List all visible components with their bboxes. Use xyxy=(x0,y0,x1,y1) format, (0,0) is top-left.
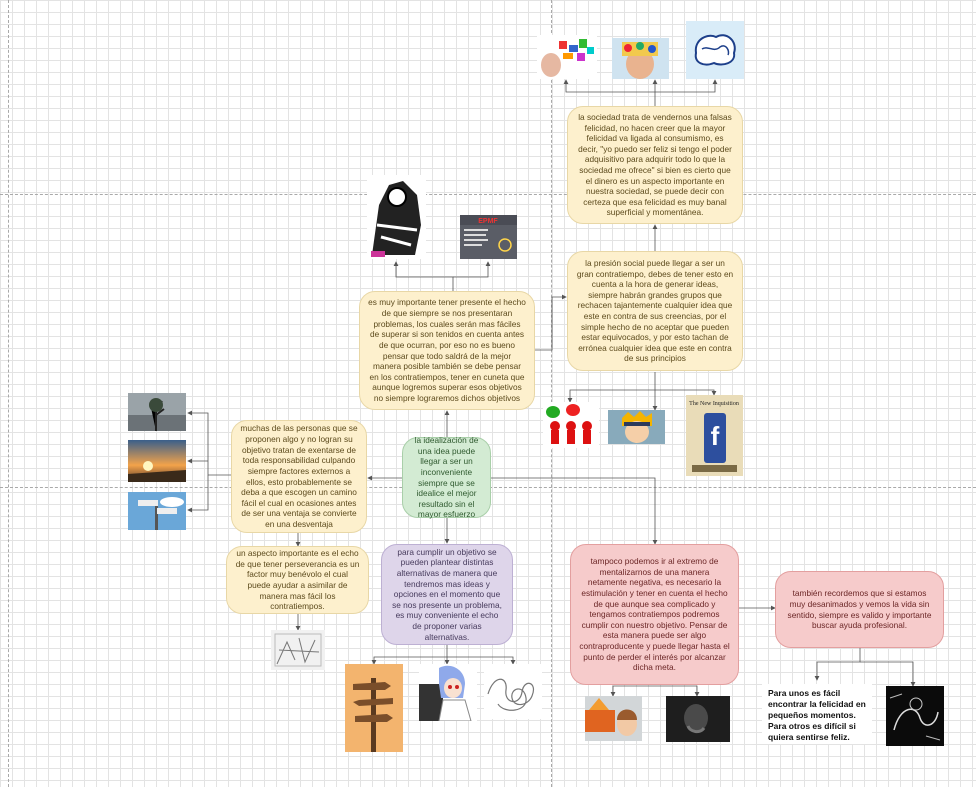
connector xyxy=(491,477,658,545)
node-central-text: la idealización de una idea puede llegar… xyxy=(414,435,479,520)
image-dark-tree[interactable] xyxy=(128,393,186,431)
connector xyxy=(655,389,717,396)
node-perseverancia[interactable]: un aspecto importante es el echo de que … xyxy=(226,546,369,614)
connector xyxy=(447,656,516,665)
connector xyxy=(814,648,861,681)
node-ayuda-text: también recordemos que si estamos muy de… xyxy=(787,588,932,631)
image-sad-man[interactable] xyxy=(666,696,730,742)
node-central[interactable]: la idealización de una idea puede llegar… xyxy=(402,435,491,520)
image-signpost-sky[interactable] xyxy=(128,492,186,530)
image-red-figures[interactable] xyxy=(543,402,599,448)
node-ayuda[interactable]: también recordemos que si estamos muy de… xyxy=(775,571,944,648)
connector xyxy=(655,685,700,697)
connector xyxy=(393,261,454,291)
connector xyxy=(453,261,491,278)
connector xyxy=(187,410,231,476)
node-alternativas-text: para cumplir un objetivo se pueden plant… xyxy=(392,546,502,642)
image-anime-girl[interactable] xyxy=(419,664,477,721)
page-break-vertical xyxy=(551,0,552,787)
image-blue-brain[interactable] xyxy=(686,21,744,79)
inquisition-title: The New Inquisition xyxy=(689,401,739,407)
image-disaster-girl[interactable] xyxy=(585,696,642,741)
epmf-title: EPMF xyxy=(478,218,498,225)
node-presion[interactable]: la presión social puede llegar a ser un … xyxy=(567,251,743,371)
node-importante[interactable]: es muy importante tener presente el hech… xyxy=(359,291,535,410)
image-new-inquisition[interactable]: The New Inquisition f xyxy=(686,395,743,476)
connector xyxy=(655,79,718,93)
node-muchas-text: muchas de las personas que se proponen a… xyxy=(240,423,358,529)
node-extremo[interactable]: tampoco podemos ir al extremo de mentali… xyxy=(570,544,739,685)
connector xyxy=(187,475,209,513)
image-sunset-sky[interactable] xyxy=(128,440,186,482)
image-tangled-line[interactable] xyxy=(484,664,542,719)
note-felicidad-text: Para unos es fácil encontrar la felicida… xyxy=(768,688,866,743)
node-perseverancia-text: un aspecto importante es el echo de que … xyxy=(235,548,360,612)
page-break-horizontal xyxy=(0,194,976,195)
node-muchas[interactable]: muchas de las personas que se proponen a… xyxy=(231,420,367,533)
node-importante-text: es muy importante tener presente el hech… xyxy=(368,297,526,403)
page-break-vertical xyxy=(8,0,9,787)
node-sociedad[interactable]: la sociedad trata de vendernos una falsa… xyxy=(567,106,743,224)
connector xyxy=(610,685,655,697)
image-epmf-book[interactable]: EPMF xyxy=(460,215,517,259)
svg-text:f: f xyxy=(711,421,720,451)
connector xyxy=(563,79,656,106)
node-presion-text: la presión social puede llegar a ser un … xyxy=(576,257,734,364)
image-naruto[interactable] xyxy=(608,410,665,444)
connector xyxy=(535,294,567,351)
node-extremo-text: tampoco podemos ir al extremo de mentali… xyxy=(579,556,730,673)
note-felicidad[interactable]: Para unos es fácil encontrar la felicida… xyxy=(762,684,872,744)
connector xyxy=(860,661,916,687)
image-consumer-head[interactable] xyxy=(537,35,597,79)
image-wooden-signpost[interactable] xyxy=(345,664,403,752)
connector xyxy=(567,372,656,403)
image-manga-bw[interactable] xyxy=(367,175,426,259)
node-alternativas[interactable]: para cumplir un objetivo se pueden plant… xyxy=(381,544,513,645)
connector xyxy=(371,645,448,665)
node-sociedad-text: la sociedad trata de vendernos una falsa… xyxy=(578,111,732,218)
image-dark-art[interactable] xyxy=(886,686,944,746)
image-brand-face[interactable] xyxy=(612,38,669,79)
image-sketch[interactable] xyxy=(271,630,325,670)
